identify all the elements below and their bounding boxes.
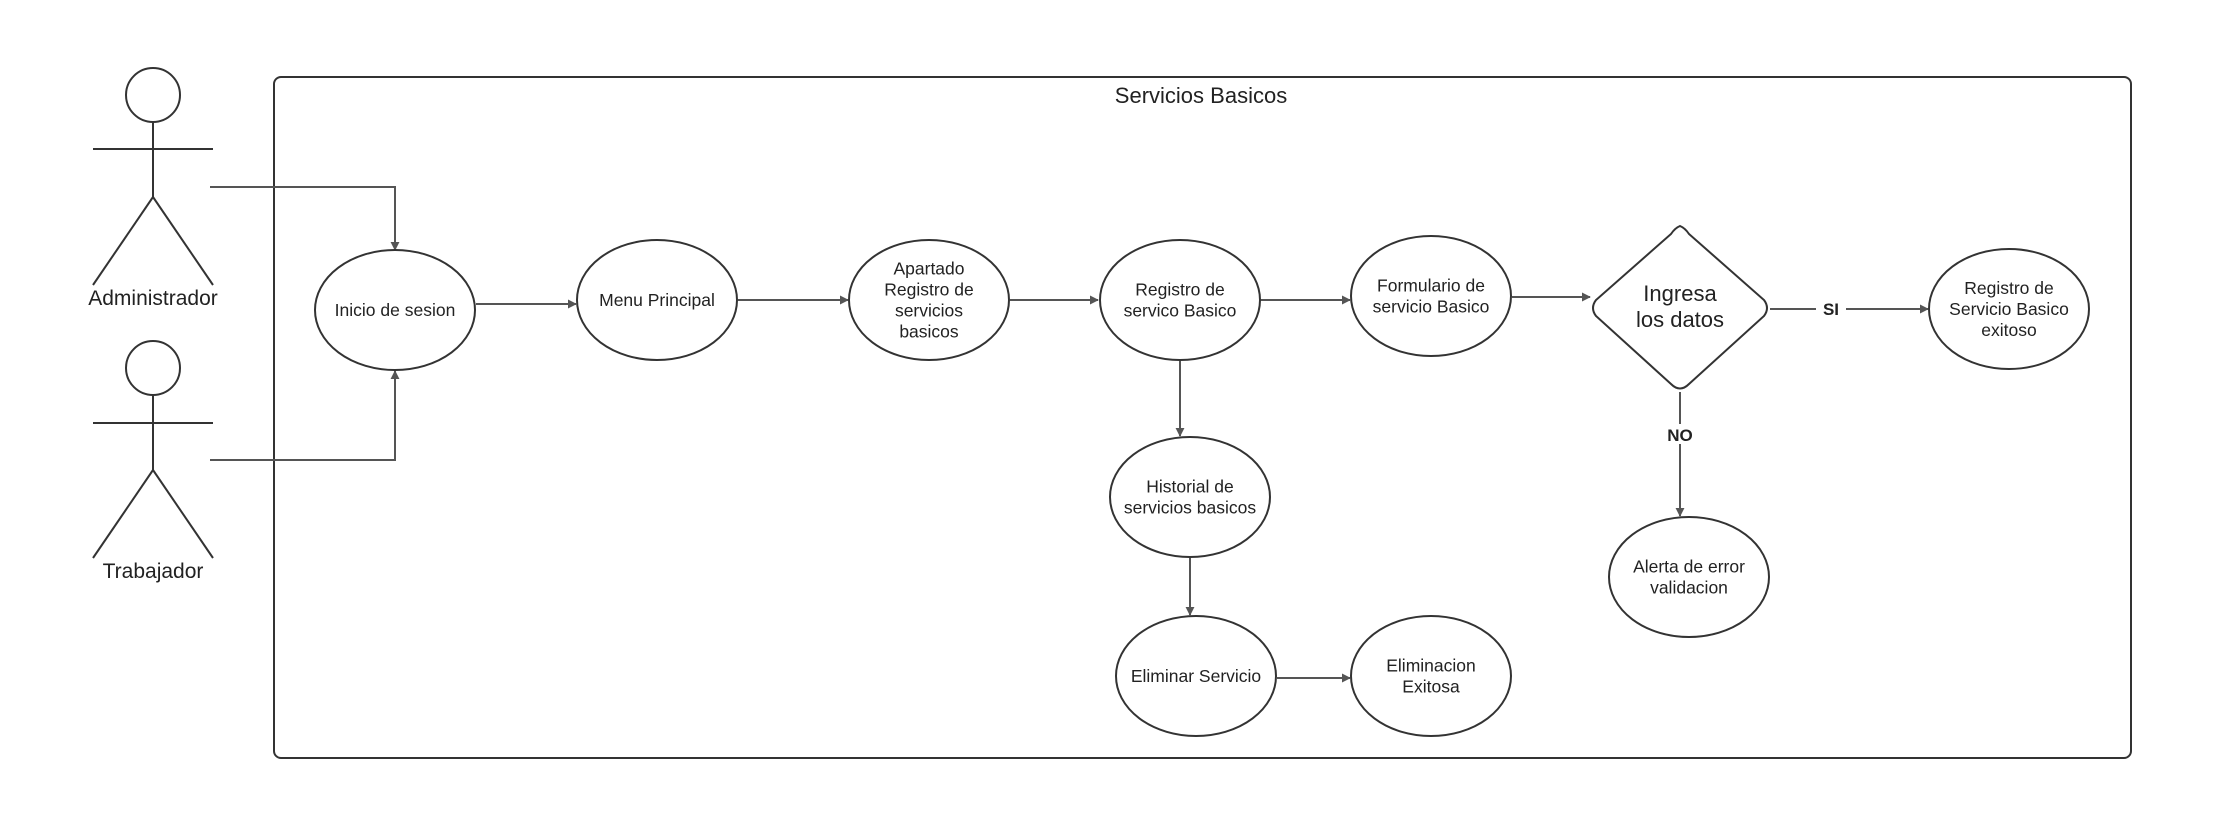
use-case-shape — [1099, 239, 1261, 361]
actor-trabajador: Trabajador — [92, 340, 214, 583]
use-case-shape — [314, 249, 476, 371]
system-boundary: Servicios Basicos — [273, 76, 2132, 759]
label-line: Registro de — [1964, 278, 2054, 298]
actor-right-leg — [152, 196, 214, 286]
edge-label-si: SI — [1823, 300, 1839, 319]
system-boundary-frame — [273, 76, 2132, 759]
edge-label-no-bg — [1661, 424, 1699, 444]
label-line: Formulario de — [1377, 276, 1485, 296]
use-case-shape — [1608, 516, 1770, 638]
decision-shape — [1592, 224, 1768, 390]
use-case-eliminar: Eliminar Servicio — [1115, 615, 1277, 737]
use-case-label: Menu Principal — [599, 290, 715, 310]
label-line: servicio Basico — [1373, 297, 1490, 317]
edge-worker-to-inicio — [210, 370, 400, 461]
use-case-shape — [1115, 615, 1277, 737]
label-line: Eliminar Servicio — [1131, 666, 1261, 686]
actor-head — [125, 67, 181, 123]
use-case-inicio: Inicio de sesion — [314, 249, 476, 371]
label-line: servicios basicos — [1124, 498, 1257, 518]
use-case-shape — [1350, 615, 1512, 737]
label-line: basicos — [899, 322, 959, 342]
edge-labels: SI NO — [1661, 298, 1846, 445]
actor-left-leg — [92, 469, 154, 559]
label-line: Historial de — [1146, 477, 1234, 497]
label-line: Servicio Basico — [1949, 299, 2069, 319]
label-line: validacion — [1650, 578, 1728, 598]
edge-admin-to-inicio — [210, 186, 400, 251]
actor-label: Trabajador — [103, 560, 204, 583]
use-case-shape — [1350, 235, 1512, 357]
actor-left-leg — [92, 196, 154, 286]
label-line: Eliminacion — [1386, 656, 1475, 676]
actor-administrador: Administrador — [88, 67, 218, 310]
use-case-shape — [576, 239, 738, 361]
label-line: Registro de — [1135, 280, 1225, 300]
actor-head — [125, 340, 181, 396]
label-line: Ingresa — [1643, 281, 1717, 306]
use-case-menu: Menu Principal — [576, 239, 738, 361]
use-case-label: Eliminar Servicio — [1131, 666, 1261, 686]
label-line: Exitosa — [1402, 677, 1460, 697]
label-line: servicios — [895, 301, 963, 321]
label-line: exitoso — [1981, 320, 2036, 340]
connectors — [210, 186, 1929, 683]
edge-label-si-bg — [1816, 298, 1846, 318]
label-line: los datos — [1636, 307, 1724, 332]
label-line: Apartado — [893, 259, 964, 279]
use-case-shape — [1109, 436, 1271, 558]
label-line: servico Basico — [1124, 301, 1237, 321]
actor-label: Administrador — [88, 287, 218, 310]
actor-right-leg — [152, 469, 214, 559]
label-line: Inicio de sesion — [335, 300, 456, 320]
label-line: Alerta de error — [1633, 557, 1745, 577]
label-line: Registro de — [884, 280, 974, 300]
use-case-shape — [848, 239, 1010, 361]
system-boundary-title: Servicios Basicos — [1115, 83, 1287, 108]
use-case-label: Inicio de sesion — [335, 300, 456, 320]
label-line: Menu Principal — [599, 290, 715, 310]
use-case-shape — [1928, 248, 2090, 370]
edge-label-no: NO — [1667, 426, 1693, 445]
